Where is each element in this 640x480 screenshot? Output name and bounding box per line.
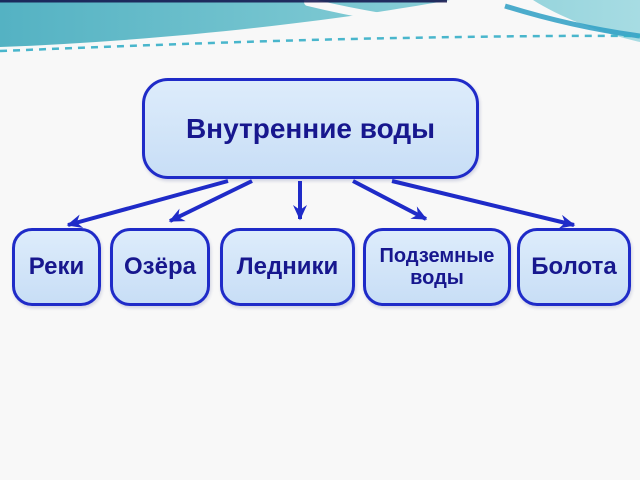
diagram-root-label: Внутренние воды bbox=[185, 112, 436, 144]
header-wave-decoration bbox=[0, 0, 640, 70]
arrow-to-swamps bbox=[391, 179, 576, 229]
wave-top-edge-line bbox=[0, 0, 447, 3]
arrow-to-groundwater bbox=[352, 179, 428, 221]
diagram-child-label: Болота bbox=[531, 252, 617, 280]
diagram-child-label: Ледники bbox=[236, 252, 339, 280]
wave-accent-band bbox=[504, 3, 640, 39]
diagram-child-box-rivers: Реки bbox=[12, 228, 101, 306]
diagram-child-box-groundwater: Подземные воды bbox=[363, 228, 511, 306]
wave-white-area bbox=[0, 0, 640, 70]
wave-dotted-line bbox=[0, 34, 640, 53]
diagram-child-box-swamps: Болота bbox=[517, 228, 631, 306]
diagram-child-label: Озёра bbox=[124, 252, 196, 280]
diagram-child-box-lakes: Озёра bbox=[110, 228, 210, 306]
wave-white-swoosh bbox=[304, 0, 582, 38]
arrow-to-lakes bbox=[168, 179, 253, 223]
diagram-child-label: Подземные воды bbox=[379, 244, 495, 289]
diagram-root-box: Внутренние воды bbox=[142, 78, 479, 179]
arrow-to-rivers bbox=[66, 179, 229, 229]
diagram-child-box-glaciers: Ледники bbox=[220, 228, 355, 306]
diagram-child-label: Реки bbox=[28, 252, 85, 280]
